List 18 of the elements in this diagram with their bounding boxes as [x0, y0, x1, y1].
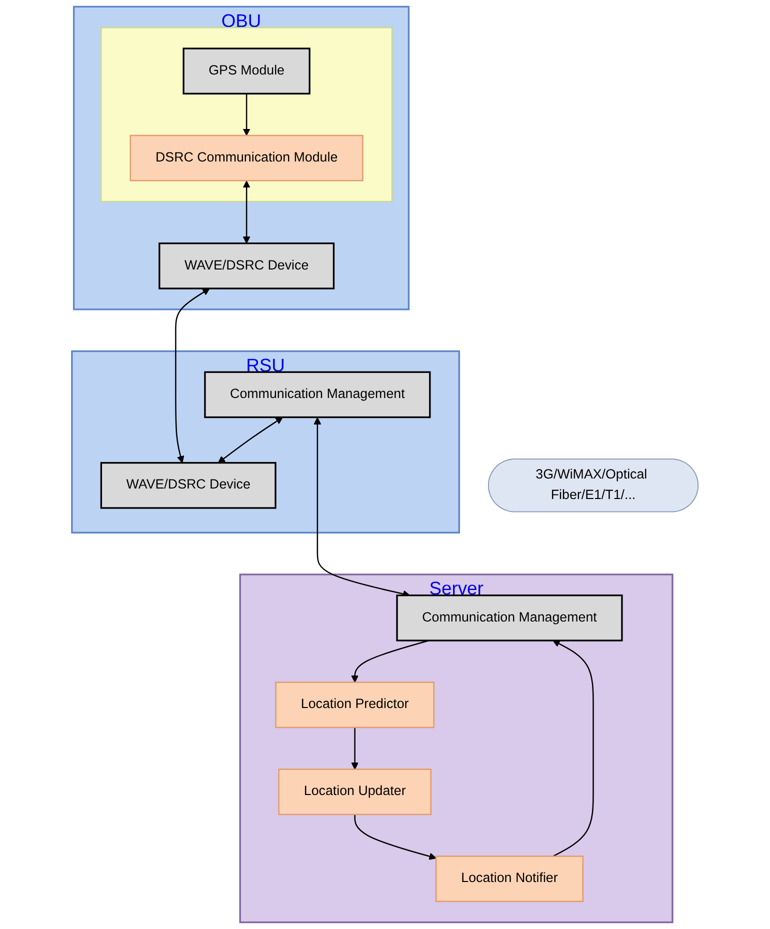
node-box: WAVE/DSRC Device — [100, 462, 276, 509]
node-box: Communication Management — [396, 594, 623, 642]
arrow — [175, 288, 210, 464]
arrow — [218, 417, 283, 464]
arrow — [351, 640, 430, 683]
node-box: Communication Management — [204, 371, 431, 418]
arrow — [242, 94, 250, 136]
node-box: DSRC Communication Module — [130, 134, 364, 182]
node-box: Location Notifier — [435, 856, 584, 902]
node-box: GPS Module — [182, 48, 310, 94]
cluster — [100, 26, 393, 202]
arrow — [242, 180, 250, 244]
arrow — [354, 814, 436, 860]
node-box: Location Updater — [278, 768, 432, 816]
node-box: Location Predictor — [275, 682, 434, 728]
node-box: WAVE/DSRC Device — [158, 242, 335, 290]
arrow — [351, 727, 359, 770]
arrow — [552, 640, 594, 857]
